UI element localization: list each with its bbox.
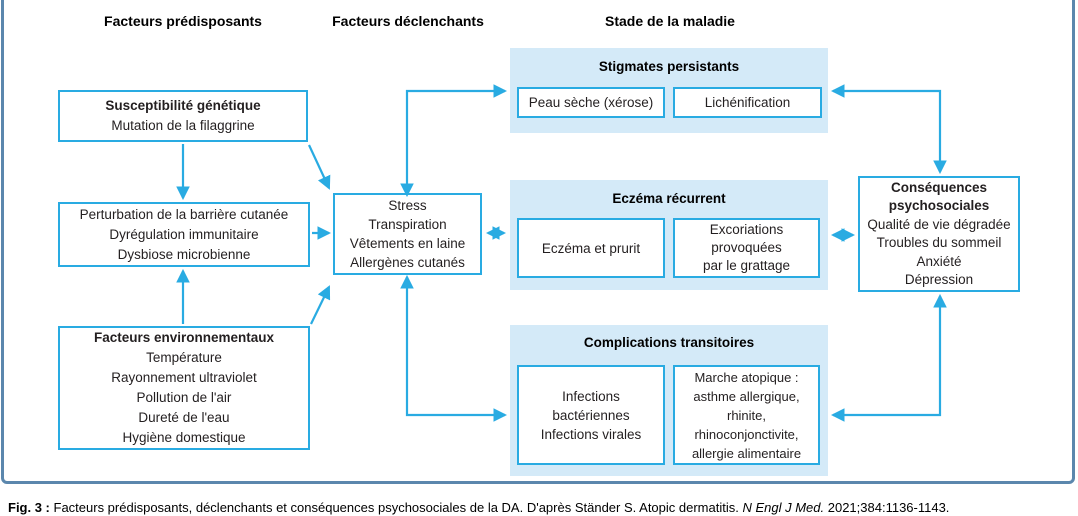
- panel-persistent-stigmata: Stigmates persistants Peau sèche (xérose…: [510, 48, 828, 133]
- box-genetic-body: Mutation de la filaggrine: [111, 118, 255, 133]
- box-genetic-title: Susceptibilité génétique: [105, 98, 261, 113]
- box-environment-title: Facteurs environnementaux: [93, 330, 275, 345]
- caption-text: Facteurs prédisposants, déclenchants et …: [49, 500, 743, 515]
- panel-transient-title: Complications transitoires: [583, 335, 755, 350]
- box-infections: Infections bactériennes Infections viral…: [517, 365, 665, 465]
- box-psychosocial-consequences: Conséquences psychosociales Qualité de v…: [858, 176, 1020, 292]
- column-header-triggering: Facteurs déclenchants: [332, 13, 484, 29]
- figure-caption: Fig. 3 : Facteurs prédisposants, déclenc…: [8, 499, 949, 516]
- panel-recurrent-eczema: Eczéma récurrent Eczéma et prurit Excori…: [510, 180, 828, 290]
- box-environmental-factors: Facteurs environnementaux Température Ra…: [58, 326, 310, 450]
- box-skin-barrier-body: Perturbation de la barrière cutanée Dyré…: [79, 206, 289, 262]
- panel-persistent-title: Stigmates persistants: [598, 59, 740, 74]
- column-header-disease-stage: Stade de la maladie: [605, 13, 735, 29]
- box-excoriations: Excoriations provoquées par le grattage: [673, 218, 820, 278]
- box-eczema-pruritus: Eczéma et prurit: [517, 218, 665, 278]
- box-dry-skin: Peau sèche (xérose): [517, 87, 665, 118]
- panel-transient-complications: Complications transitoires Infections ba…: [510, 325, 828, 476]
- box-triggers-body: Stress Transpiration Vêtements en laine …: [349, 198, 466, 270]
- box-lichenification: Lichénification: [673, 87, 822, 118]
- box-consequences-body: Qualité de vie dégradée Troubles du somm…: [867, 216, 1011, 288]
- box-triggers: Stress Transpiration Vêtements en laine …: [333, 193, 482, 275]
- box-consequences-title: Conséquences psychosociales: [888, 179, 990, 214]
- box-skin-barrier: Perturbation de la barrière cutanée Dyré…: [58, 202, 310, 267]
- panel-recurrent-title: Eczéma récurrent: [612, 191, 726, 206]
- box-environment-body: Température Rayonnement ultraviolet Poll…: [111, 350, 257, 445]
- column-header-predisposing: Facteurs prédisposants: [104, 13, 262, 29]
- box-genetic-susceptibility: Susceptibilité génétique Mutation de la …: [58, 90, 308, 142]
- box-atopic-march: Marche atopique : asthme allergique, rhi…: [673, 365, 820, 465]
- caption-reference: 2021;384:1136-1143.: [824, 500, 950, 515]
- caption-journal: N Engl J Med.: [742, 500, 825, 515]
- caption-label: Fig. 3 :: [8, 500, 50, 515]
